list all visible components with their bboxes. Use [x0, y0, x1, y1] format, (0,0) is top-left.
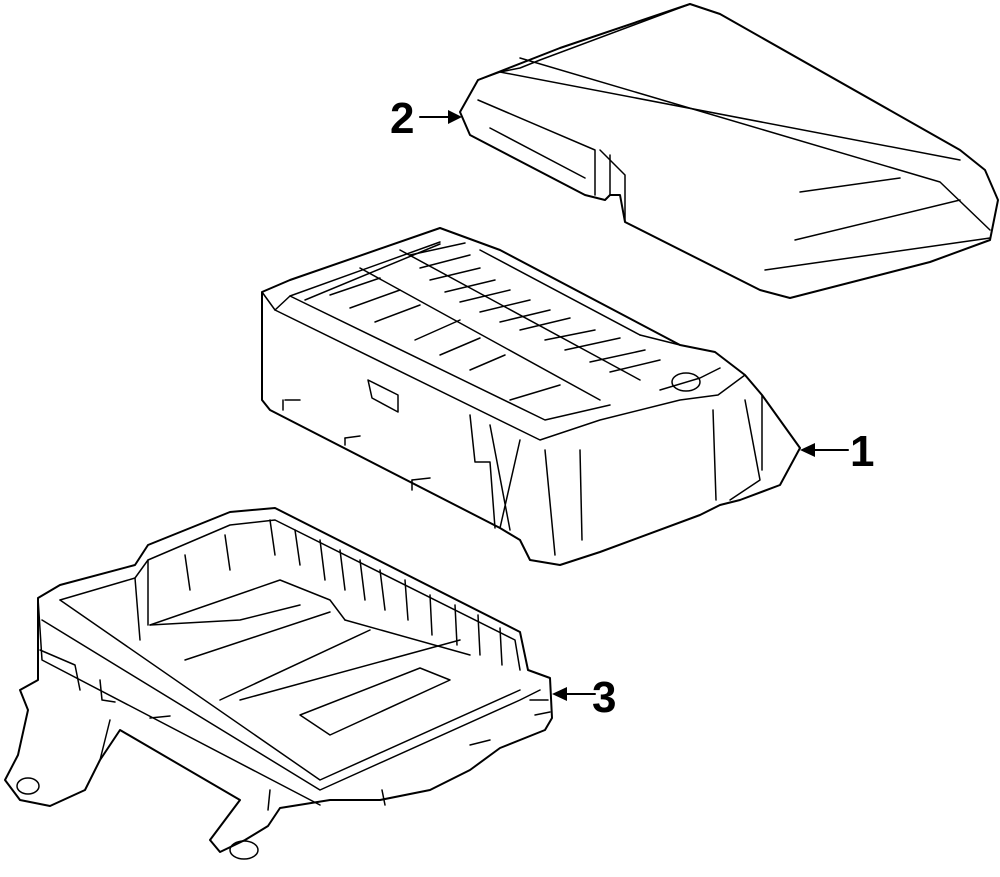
leader-arrow-3 [552, 687, 596, 701]
callout-label-3: 3 [592, 673, 617, 722]
callout-label-1: 1 [850, 427, 875, 476]
leader-arrow-2 [419, 110, 462, 124]
cover-part-2 [459, 3, 999, 299]
leader-arrow-1 [800, 443, 849, 457]
tray-part-3 [4, 507, 553, 860]
relay-block-part-1 [261, 227, 801, 566]
callout-label-2: 2 [390, 94, 415, 143]
